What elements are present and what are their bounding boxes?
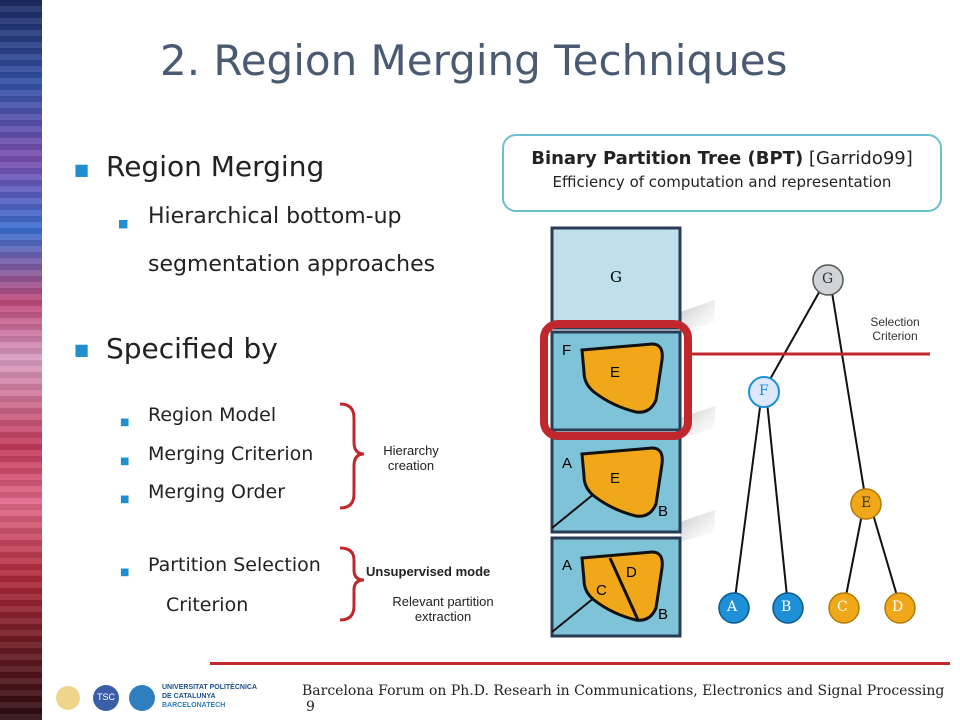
bullet-specified-by: ■: [74, 340, 89, 359]
panel-label-e-top: E: [610, 364, 621, 381]
square-bullet-icon: ■: [118, 217, 129, 230]
bullet-text-region-merging: Region Merging: [106, 150, 325, 183]
panel-label-g: G: [610, 268, 622, 286]
logo-upc-text: UNIVERSITAT POLITÈCNICA DE CATALUNYA BAR…: [162, 683, 257, 710]
logo-upc-icon: [129, 685, 155, 711]
bullet-text-hierarchical-2: segmentation approaches: [148, 252, 436, 277]
selection-highlight: [540, 320, 692, 440]
tree-edge: [843, 503, 865, 607]
panel-label-f: F: [562, 342, 572, 359]
selection-brace: [339, 546, 365, 622]
bpt-tree: [690, 264, 930, 624]
footer-text: Barcelona Forum on Ph.D. Researh in Comm…: [302, 683, 960, 715]
partition-panels: [540, 226, 715, 638]
bullet-text-hierarchical-1: Hierarchical bottom-up: [148, 204, 402, 229]
annotation-hierarchy-line1: Hierarchy: [383, 443, 439, 458]
square-bullet-icon: ■: [74, 340, 90, 359]
tree-label-b: B: [781, 599, 792, 615]
bpt-title-line: Binary Partition Tree (BPT) [Garrido99]: [504, 148, 940, 169]
bullet-text-region-model: Region Model: [148, 404, 277, 426]
panel-label-e-mid: E: [610, 470, 621, 487]
annotation-unsupervised: Unsupervised mode: [366, 564, 491, 579]
panel-label-d-bot: D: [626, 564, 637, 581]
region-e-top: [580, 342, 664, 414]
bpt-title: Binary Partition Tree (BPT): [531, 148, 804, 169]
panel-label-b-bot: B: [658, 606, 669, 623]
slide-title: 2. Region Merging Techniques: [160, 36, 788, 85]
tree-edge: [829, 279, 867, 503]
bullet-text-specified-by: Specified by: [106, 332, 278, 365]
bullet-region-merging: ■: [74, 160, 89, 179]
hierarchy-brace: [339, 402, 365, 510]
tree-edge: [733, 391, 763, 607]
institution-logos: [56, 685, 155, 711]
logo-tsc-text: TSC: [97, 692, 115, 702]
selection-criterion-line2: Criterion: [872, 329, 918, 343]
bpt-info-box: Binary Partition Tree (BPT) [Garrido99] …: [502, 134, 942, 212]
annotation-relevant-line1: Relevant partition: [392, 594, 494, 609]
tree-label-g: G: [822, 271, 834, 287]
panel-shadow: [680, 510, 715, 542]
tree-label-d: D: [892, 599, 904, 615]
tree-label-e: E: [861, 495, 872, 511]
tree-label-f: F: [759, 383, 769, 399]
annotation-hierarchy-line2: creation: [387, 458, 435, 473]
selection-criterion-label: Selection Criterion: [860, 315, 930, 343]
sub-bullet-hierarchical: ■: [118, 212, 128, 231]
square-bullet-icon: ■: [120, 494, 130, 505]
logo-left-icon: [56, 686, 80, 710]
bpt-citation: [Garrido99]: [808, 148, 913, 169]
tree-label-c: C: [837, 599, 848, 615]
tree-edge: [765, 391, 789, 607]
tree-node-a: [718, 592, 750, 624]
square-bullet-icon: ■: [120, 567, 130, 578]
square-bullet-icon: ■: [120, 417, 130, 428]
region-e-mid: [580, 446, 664, 518]
annotation-relevant: Relevant partition extraction: [368, 594, 518, 624]
tree-node-c: [828, 592, 860, 624]
panel-label-a-bot: A: [562, 557, 573, 574]
bullet-text-merging-criterion: Merging Criterion: [148, 443, 314, 465]
selection-criterion-line1: Selection: [870, 315, 920, 329]
logo-tsc-icon: [93, 685, 119, 711]
logo-upc-line3: BARCELONATECH: [162, 702, 226, 709]
panel-label-b-mid: B: [658, 503, 669, 520]
tree-node-d: [884, 592, 916, 624]
bullet-text-merging-order: Merging Order: [148, 481, 286, 503]
tree-node-f: [748, 376, 780, 408]
square-bullet-icon: ■: [74, 160, 90, 179]
tree-node-e: [850, 488, 882, 520]
panel-label-a-mid: A: [562, 455, 573, 472]
decorative-side-strip: [0, 0, 42, 720]
square-bullet-icon: ■: [120, 456, 130, 467]
tree-node-g: [812, 264, 844, 296]
tree-node-b: [772, 592, 804, 624]
logo-upc-line1: UNIVERSITAT POLITÈCNICA: [162, 684, 258, 691]
logo-upc-line2: DE CATALUNYA: [162, 693, 216, 700]
annotation-relevant-line2: extraction: [414, 609, 472, 624]
bpt-subtitle: Efficiency of computation and representa…: [552, 173, 892, 191]
annotation-hierarchy: Hierarchy creation: [366, 443, 456, 473]
panel-g: [550, 226, 682, 330]
footer-logos: TSC UNIVERSITAT POLITÈCNICA DE CATALUNYA…: [52, 680, 272, 716]
page-number: 9: [306, 699, 315, 715]
panel-shadow: [680, 300, 715, 332]
footer-divider: [210, 662, 950, 665]
brace-decorations: [339, 402, 365, 622]
tree-edge: [763, 279, 827, 391]
tree-edge: [869, 503, 901, 607]
split-line-cd: [608, 557, 640, 621]
bullet-text-partition-selection-2: Criterion: [166, 594, 249, 616]
tree-label-a: A: [727, 599, 738, 615]
panel-label-c-bot: C: [596, 582, 607, 599]
bullet-text-partition-selection-1: Partition Selection: [148, 554, 321, 576]
footer-caption: Barcelona Forum on Ph.D. Researh in Comm…: [302, 683, 945, 699]
